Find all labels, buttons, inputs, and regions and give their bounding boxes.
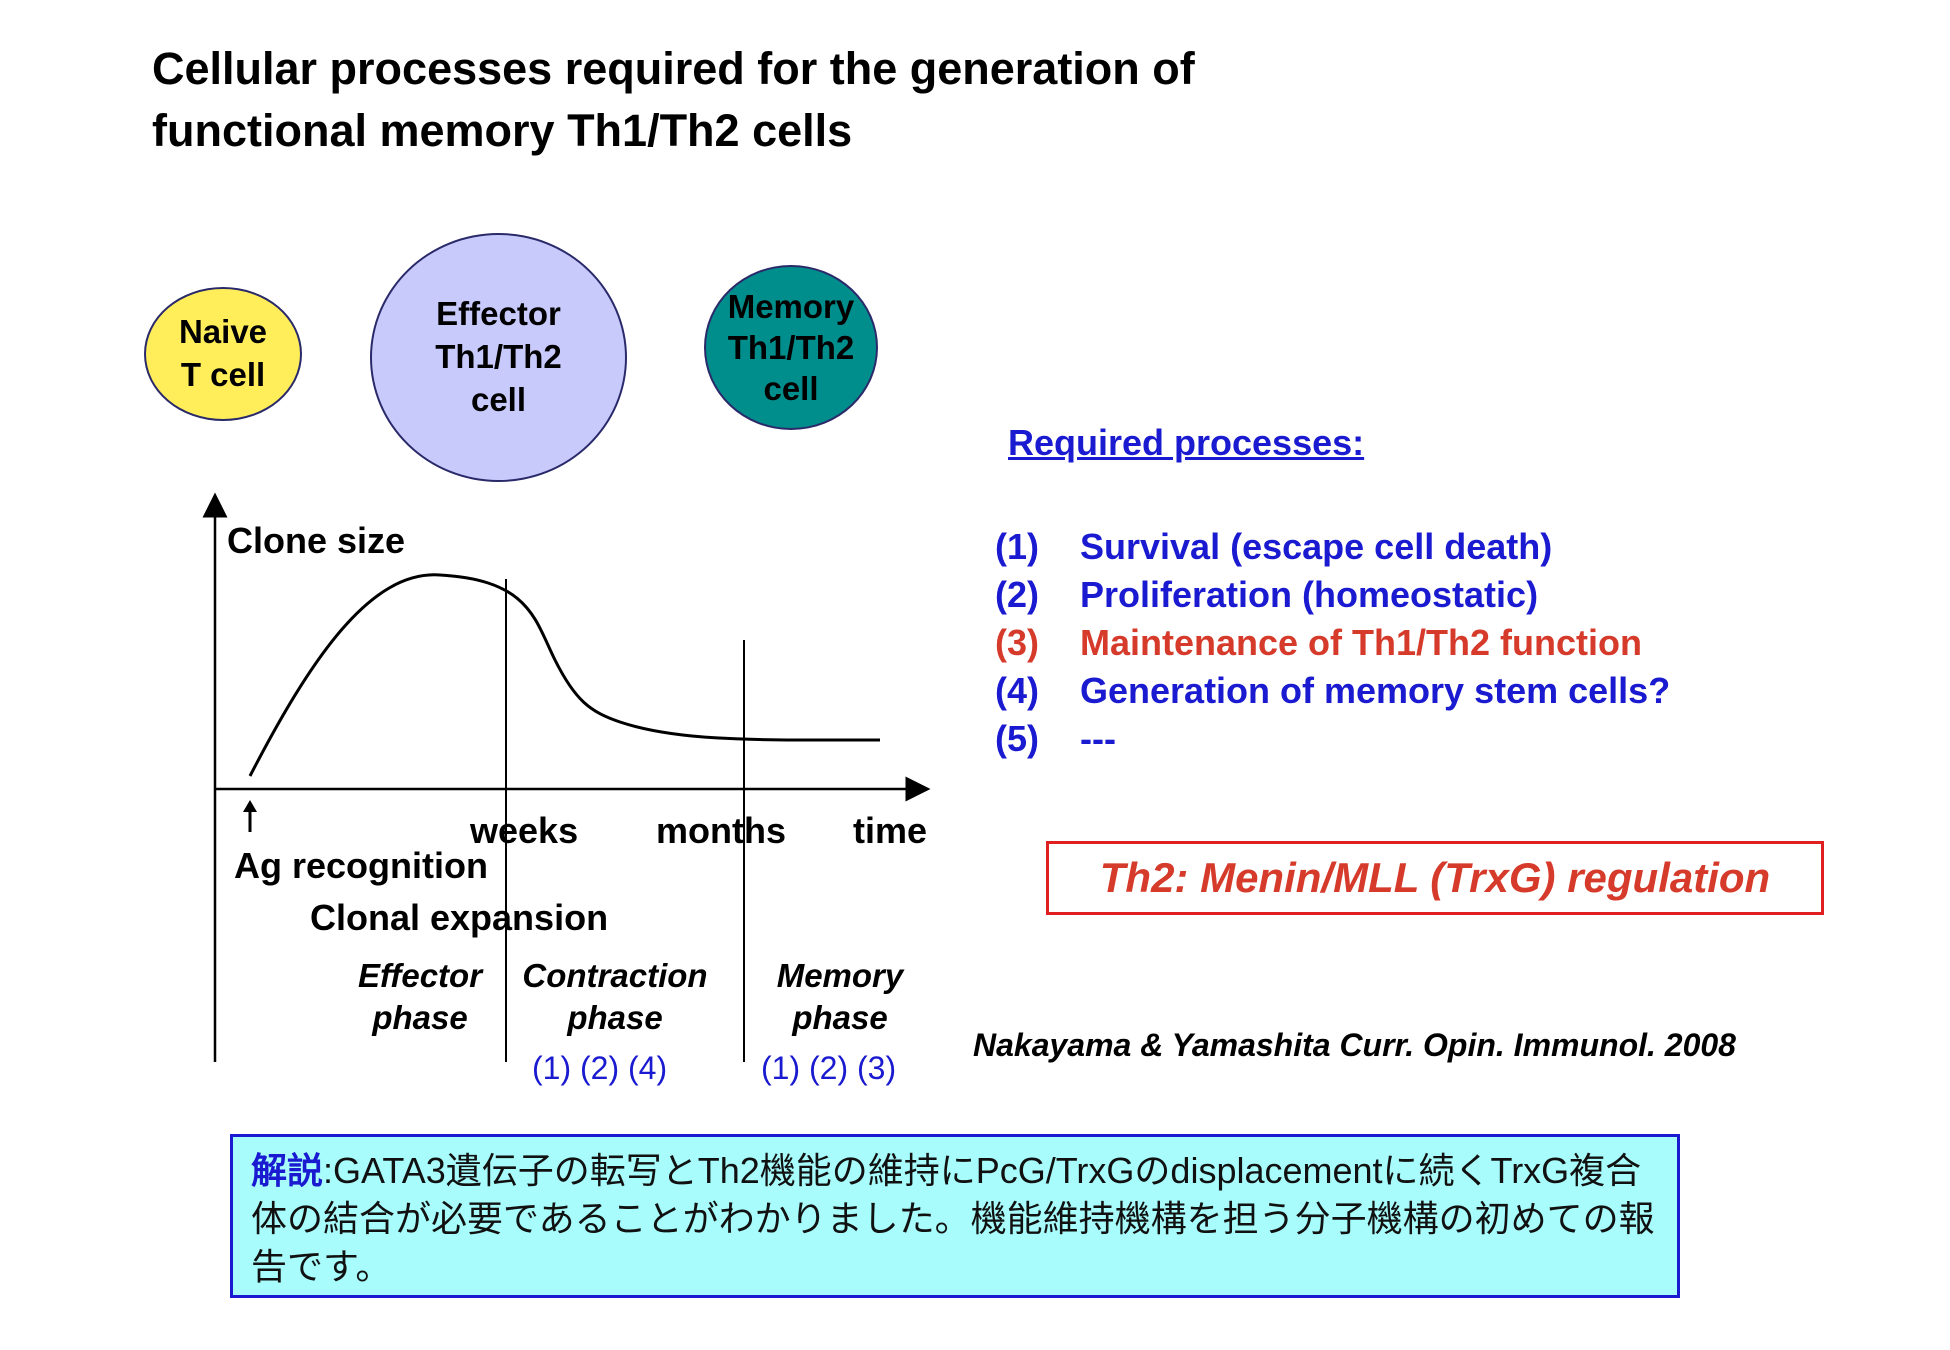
effector-phase-label: Effector phase <box>340 955 500 1039</box>
clone-size-curve <box>248 573 881 777</box>
contraction-phase-label: Contraction phase <box>510 955 720 1039</box>
item-text: Survival (escape cell death) <box>1080 526 1553 567</box>
list-item: (1) Survival (escape cell death) <box>995 523 1670 571</box>
effector-phase-line2: phase <box>372 999 468 1036</box>
item-number: (2) <box>995 574 1039 615</box>
citation: Nakayama & Yamashita Curr. Opin. Immunol… <box>973 1027 1736 1063</box>
memory-cell-circle: Memory Th1/Th2 cell <box>704 265 878 430</box>
memory-label-3: cell <box>763 370 819 408</box>
memory-label-1: Memory <box>727 287 855 325</box>
effector-label-3: cell <box>470 380 527 418</box>
effector-label-2: Th1/Th2 <box>435 338 562 376</box>
x-tick-months: months <box>656 810 786 851</box>
clonal-expansion-label: Clonal expansion <box>310 897 609 938</box>
required-processes-title: Required processes: <box>1008 422 1365 463</box>
list-item: (2) Proliferation (homeostatic) <box>995 571 1670 619</box>
naive-t-cell-circle: Naive T cell <box>144 287 302 421</box>
contraction-processes: (1) (2) (4) <box>532 1050 668 1086</box>
title-line-2: functional memory Th1/Th2 cells <box>152 105 853 156</box>
explanation-note: 解説:GATA3遺伝子の転写とTh2機能の維持にPcG/TrxGのdisplac… <box>230 1134 1680 1298</box>
memory-processes: (1) (2) (3) <box>761 1050 897 1086</box>
effector-cell-circle: Effector Th1/Th2 cell <box>370 233 627 482</box>
memory-phase-line2: phase <box>792 999 888 1036</box>
x-tick-time: time <box>853 810 928 851</box>
y-axis-label: Clone size <box>227 520 406 561</box>
slide-title: Cellular processes required for the gene… <box>152 38 1195 162</box>
effector-phase-line1: Effector <box>357 957 483 994</box>
note-text: GATA3遺伝子の転写とTh2機能の維持にPcG/TrxGのdisplaceme… <box>251 1150 1655 1287</box>
required-processes-list: (1) Survival (escape cell death) (2) Pro… <box>995 523 1670 763</box>
ag-recognition-label: Ag recognition <box>234 845 488 886</box>
item-number: (4) <box>995 670 1039 711</box>
item-text: Generation of memory stem cells? <box>1080 670 1671 711</box>
memory-phase-line1: Memory <box>776 957 904 994</box>
naive-label-1: Naive <box>178 313 268 351</box>
contraction-phase-line2: phase <box>567 999 663 1036</box>
item-number: (3) <box>995 622 1039 663</box>
item-number: (1) <box>995 526 1039 567</box>
item-text: Proliferation (homeostatic) <box>1080 574 1539 615</box>
memory-phase-label: Memory phase <box>755 955 925 1039</box>
item-text: --- <box>1080 718 1116 759</box>
memory-label-2: Th1/Th2 <box>727 328 855 366</box>
list-item: (4) Generation of memory stem cells? <box>995 667 1670 715</box>
list-item: (3) Maintenance of Th1/Th2 function <box>995 619 1670 667</box>
contraction-phase-line1: Contraction <box>522 957 708 994</box>
list-item: (5) --- <box>995 715 1670 763</box>
item-number: (5) <box>995 718 1039 759</box>
note-label: 解説 <box>251 1150 324 1191</box>
title-line-1: Cellular processes required for the gene… <box>152 43 1195 94</box>
ag-recognition-arrow-head <box>243 800 257 812</box>
effector-label-1: Effector <box>436 295 561 333</box>
note-separator: : <box>323 1150 334 1191</box>
naive-label-2: T cell <box>180 356 266 393</box>
th2-regulation-box: Th2: Menin/MLL (TrxG) regulation <box>1046 841 1824 915</box>
x-tick-weeks: weeks <box>470 810 579 851</box>
item-text: Maintenance of Th1/Th2 function <box>1080 622 1643 663</box>
